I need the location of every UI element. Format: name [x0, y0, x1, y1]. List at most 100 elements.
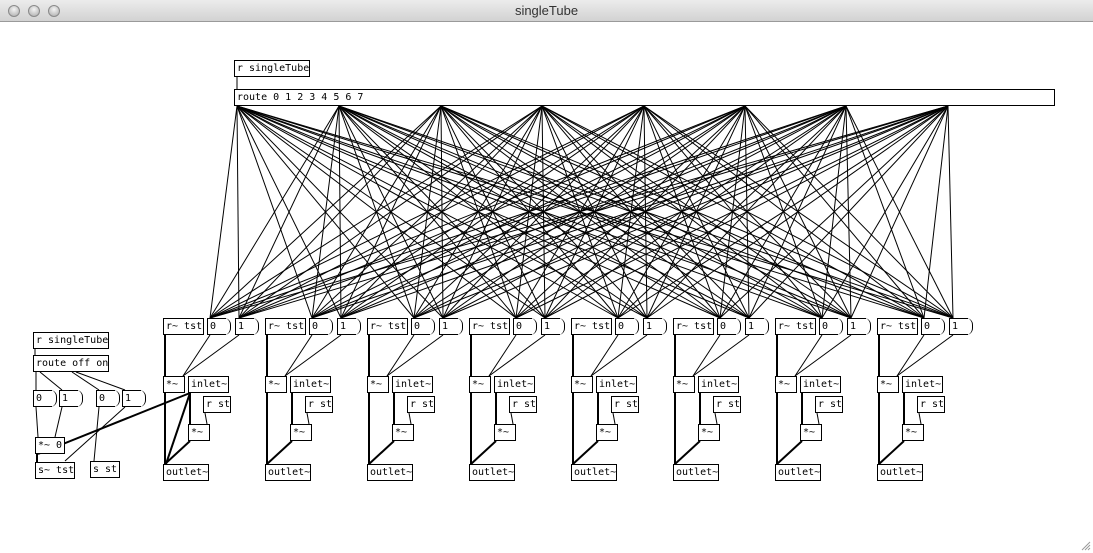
close-icon[interactable] [8, 5, 20, 17]
route-object[interactable]: route 0 1 2 3 4 5 6 7 [234, 89, 1055, 106]
zoom-icon[interactable] [48, 5, 60, 17]
voice-msg-one[interactable]: 1 [541, 318, 565, 335]
voice-multiply2[interactable]: *~ [902, 424, 924, 441]
voice-multiply[interactable]: *~ [469, 376, 491, 393]
voice-msg-zero[interactable]: 0 [309, 318, 333, 335]
minimize-icon[interactable] [28, 5, 40, 17]
voice-receive-st[interactable]: r st [407, 396, 435, 413]
voice-outlet[interactable]: outlet~ [877, 464, 923, 481]
control-route-off-on[interactable]: route off on [33, 355, 109, 372]
voice-receive-tst[interactable]: r~ tst [367, 318, 408, 335]
voice-receive-st[interactable]: r st [203, 396, 231, 413]
voice-receive-tst[interactable]: r~ tst [163, 318, 204, 335]
patch-cord [470, 440, 497, 465]
voice-multiply2[interactable]: *~ [188, 424, 210, 441]
voice-multiply2[interactable]: *~ [698, 424, 720, 441]
patch-cord [850, 105, 949, 319]
control-msg-a1[interactable]: 1 [59, 390, 83, 407]
patch-cord [209, 105, 543, 319]
voice-outlet[interactable]: outlet~ [367, 464, 413, 481]
voice-receive-st[interactable]: r st [611, 396, 639, 413]
voice-inlet[interactable]: inlet~ [188, 376, 229, 393]
patch-cord [340, 105, 949, 319]
voice-msg-zero[interactable]: 0 [615, 318, 639, 335]
voice-msg-one[interactable]: 1 [439, 318, 463, 335]
patch-cord [442, 105, 949, 319]
voice-receive-st[interactable]: r st [305, 396, 333, 413]
control-multiply-zero[interactable]: *~ 0 [35, 437, 65, 454]
voice-msg-one[interactable]: 1 [847, 318, 871, 335]
control-msg-b0[interactable]: 0 [96, 390, 120, 407]
voice-msg-zero[interactable]: 0 [207, 318, 231, 335]
voice-receive-tst[interactable]: r~ tst [265, 318, 306, 335]
voice-msg-one[interactable]: 1 [745, 318, 769, 335]
voice-multiply[interactable]: *~ [265, 376, 287, 393]
voice-inlet[interactable]: inlet~ [902, 376, 943, 393]
voice-multiply2[interactable]: *~ [494, 424, 516, 441]
patch-cord [238, 105, 746, 319]
voice-inlet[interactable]: inlet~ [596, 376, 637, 393]
voice-multiply2[interactable]: *~ [290, 424, 312, 441]
voice-msg-one[interactable]: 1 [949, 318, 973, 335]
patch-cord [776, 440, 803, 465]
voice-multiply2[interactable]: *~ [800, 424, 822, 441]
patch-cord [674, 440, 701, 465]
patch-cord [617, 105, 949, 319]
voice-multiply2[interactable]: *~ [392, 424, 414, 441]
voice-receive-st[interactable]: r st [917, 396, 945, 413]
voice-multiply[interactable]: *~ [367, 376, 389, 393]
patch-cord [238, 105, 949, 319]
patch-canvas[interactable]: r singleTube route 0 1 2 3 4 5 6 7 r~ ts… [0, 22, 1093, 553]
patch-cord [238, 105, 645, 319]
voice-msg-zero[interactable]: 0 [717, 318, 741, 335]
voice-multiply[interactable]: *~ [673, 376, 695, 393]
voice-multiply[interactable]: *~ [571, 376, 593, 393]
voice-inlet[interactable]: inlet~ [494, 376, 535, 393]
voice-multiply2[interactable]: *~ [596, 424, 618, 441]
patch-cord [182, 334, 211, 377]
resize-grip-icon[interactable] [1079, 539, 1091, 551]
voice-receive-st[interactable]: r st [815, 396, 843, 413]
control-send-st[interactable]: s st [90, 461, 120, 478]
control-send-tst[interactable]: s~ tst [35, 462, 75, 479]
voice-receive-st[interactable]: r st [509, 396, 537, 413]
voice-outlet[interactable]: outlet~ [775, 464, 821, 481]
patch-cord [612, 412, 616, 425]
voice-receive-tst[interactable]: r~ tst [775, 318, 816, 335]
voice-inlet[interactable]: inlet~ [290, 376, 331, 393]
patch-cord [794, 334, 852, 377]
voice-msg-zero[interactable]: 0 [411, 318, 435, 335]
voice-receive-st[interactable]: r st [713, 396, 741, 413]
voice-msg-zero[interactable]: 0 [513, 318, 537, 335]
voice-msg-zero[interactable]: 0 [819, 318, 843, 335]
voice-receive-tst[interactable]: r~ tst [877, 318, 918, 335]
patch-cord [209, 105, 238, 319]
voice-msg-zero[interactable]: 0 [921, 318, 945, 335]
voice-outlet[interactable]: outlet~ [673, 464, 719, 481]
patch-cord [488, 334, 546, 377]
control-msg-b1[interactable]: 1 [122, 390, 146, 407]
control-msg-a0[interactable]: 0 [33, 390, 57, 407]
voice-outlet[interactable]: outlet~ [571, 464, 617, 481]
voice-multiply[interactable]: *~ [877, 376, 899, 393]
voice-outlet[interactable]: outlet~ [163, 464, 209, 481]
voice-outlet[interactable]: outlet~ [265, 464, 311, 481]
voice-multiply[interactable]: *~ [775, 376, 797, 393]
voice-receive-tst[interactable]: r~ tst [673, 318, 714, 335]
control-receive-singletube[interactable]: r singleTube [33, 332, 109, 349]
voice-msg-one[interactable]: 1 [337, 318, 361, 335]
voice-msg-one[interactable]: 1 [235, 318, 259, 335]
patch-cord [719, 105, 949, 319]
title-bar: singleTube [0, 0, 1093, 22]
voice-msg-one[interactable]: 1 [643, 318, 667, 335]
voice-inlet[interactable]: inlet~ [392, 376, 433, 393]
voice-multiply[interactable]: *~ [163, 376, 185, 393]
voice-receive-tst[interactable]: r~ tst [469, 318, 510, 335]
voice-inlet[interactable]: inlet~ [698, 376, 739, 393]
voice-outlet[interactable]: outlet~ [469, 464, 515, 481]
voice-receive-tst[interactable]: r~ tst [571, 318, 612, 335]
patch-cord [204, 412, 208, 425]
patch-cord [238, 105, 340, 319]
receive-singletube[interactable]: r singleTube [234, 60, 310, 77]
voice-inlet[interactable]: inlet~ [800, 376, 841, 393]
